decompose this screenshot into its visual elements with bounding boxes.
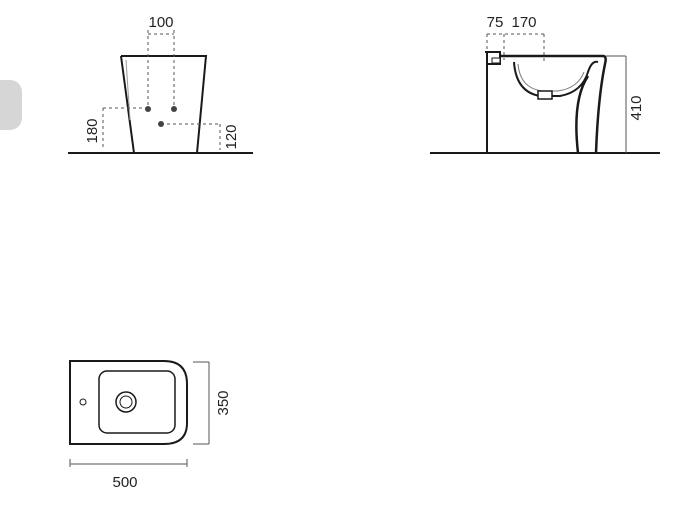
top-dim-depth-label: 350 bbox=[215, 390, 232, 415]
side-bowl-curve bbox=[513, 60, 599, 97]
front-water-inlet-right bbox=[171, 106, 177, 112]
side-wall-fixing bbox=[491, 57, 501, 64]
side-dim-height-guides bbox=[606, 55, 627, 153]
front-body-outline bbox=[120, 55, 208, 154]
top-view: 350 500 bbox=[69, 360, 232, 491]
front-drain-point bbox=[158, 121, 164, 127]
side-view: 75 170 410 bbox=[430, 14, 660, 154]
front-dim-left-label: 180 bbox=[84, 118, 101, 143]
front-dim-180-guides bbox=[102, 107, 148, 150]
front-dim-right-label: 120 bbox=[223, 124, 240, 149]
side-dim-height-label: 410 bbox=[628, 95, 645, 120]
side-dim-b-label: 170 bbox=[511, 14, 536, 31]
front-dim-top-label: 100 bbox=[148, 14, 173, 31]
top-dim-depth-line bbox=[193, 361, 210, 445]
side-trap-curve bbox=[575, 75, 590, 154]
top-bowl-opening bbox=[98, 370, 176, 434]
top-drain-inner bbox=[119, 395, 133, 409]
side-dim-a-label: 75 bbox=[487, 14, 504, 31]
top-dim-width-label: 500 bbox=[112, 474, 137, 491]
front-view: 100 180 120 bbox=[68, 14, 253, 154]
top-dim-width-line bbox=[69, 459, 188, 467]
side-bowl-inner bbox=[517, 63, 585, 92]
side-tab bbox=[0, 80, 22, 130]
side-wall-bracket bbox=[485, 51, 501, 153]
top-tap-hole bbox=[79, 398, 87, 406]
side-drain-outlet bbox=[537, 90, 553, 100]
side-dim-top-guides bbox=[486, 33, 545, 64]
front-water-inlet-left bbox=[145, 106, 151, 112]
front-body-inner-left bbox=[125, 59, 131, 121]
side-rim bbox=[500, 54, 607, 154]
front-dim-100-guides bbox=[147, 30, 175, 110]
front-dim-120-guides bbox=[161, 123, 221, 150]
